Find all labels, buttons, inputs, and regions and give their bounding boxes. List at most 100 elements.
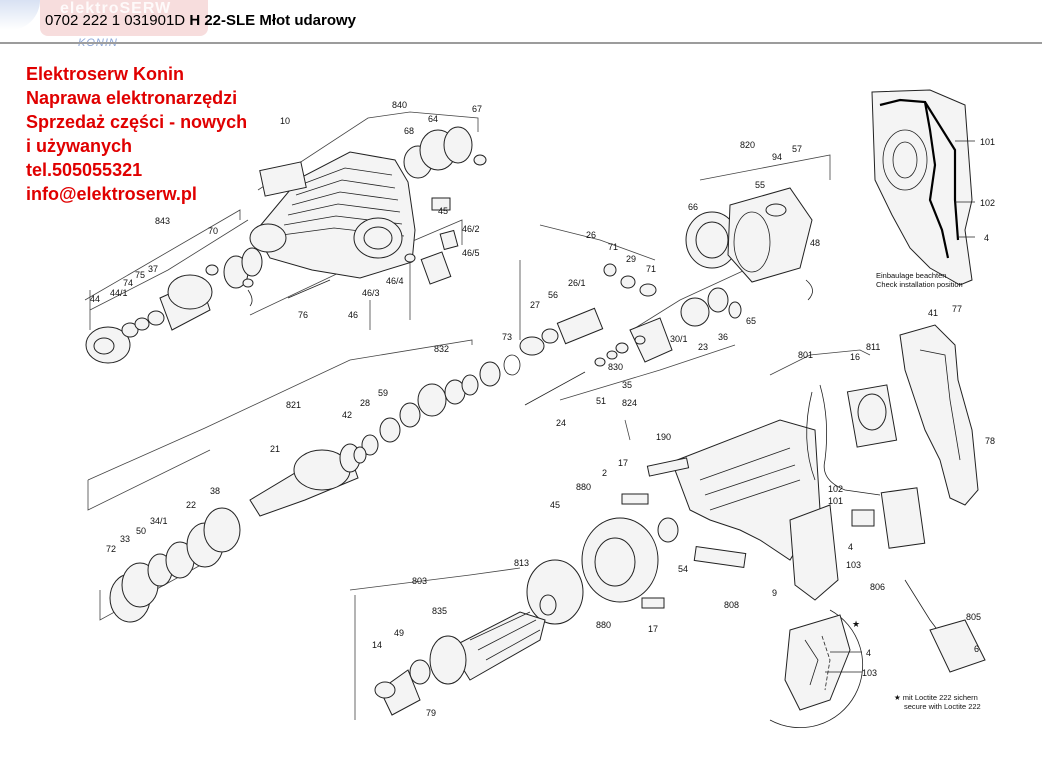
- page-title: 0702 222 1 031901D H 22-SLE Młot udarowy: [45, 12, 356, 29]
- part-label: 840: [392, 100, 407, 110]
- part-label: 67: [472, 104, 482, 114]
- part-label: 46/2: [462, 224, 480, 234]
- part-label: 46: [348, 310, 358, 320]
- part-label: 190: [656, 432, 671, 442]
- armature: [374, 594, 557, 716]
- part-label: 42: [342, 410, 352, 420]
- part-label: 4: [848, 542, 853, 552]
- part-label: 27: [530, 300, 540, 310]
- wiring: [806, 384, 881, 496]
- part-label: 35: [622, 380, 632, 390]
- loctite-note-en: secure with Loctite 222: [904, 702, 981, 711]
- part-label: 17: [618, 458, 628, 468]
- inset-loctite-detail: [769, 609, 864, 729]
- part-label: 830: [608, 362, 623, 372]
- bearing-parts-top: [259, 126, 487, 197]
- part-label: 74: [123, 278, 133, 288]
- part-label: 806: [870, 582, 885, 592]
- install-note-en: Check installation position: [876, 280, 963, 289]
- part-label: 76: [298, 310, 308, 320]
- part-label: 37: [148, 264, 158, 274]
- part-number: 0702 222 1 031901D: [45, 12, 186, 29]
- part-label: 66: [688, 202, 698, 212]
- part-label: 16: [850, 352, 860, 362]
- shaft-assembly-mid: [519, 263, 742, 406]
- part-label: 59: [378, 388, 388, 398]
- install-note-de: Einbaulage beachten: [876, 271, 946, 280]
- part-label: 64: [428, 114, 438, 124]
- switch-assembly: [846, 384, 986, 673]
- part-label: 808: [724, 600, 739, 610]
- part-label: 33: [120, 534, 130, 544]
- part-label: 811: [866, 342, 880, 352]
- part-label: 880: [576, 482, 591, 492]
- part-label: 73: [502, 332, 512, 342]
- part-label: 102: [828, 484, 843, 494]
- part-label: 45: [438, 206, 448, 216]
- part-label: 38: [210, 486, 220, 496]
- part-label: 805: [966, 612, 981, 622]
- part-label: 821: [286, 400, 301, 410]
- part-label: 78: [985, 436, 995, 446]
- part-label: 26/1: [568, 278, 586, 288]
- stator-assembly: [526, 457, 747, 625]
- part-label: 832: [434, 344, 449, 354]
- part-label: 28: [360, 398, 370, 408]
- part-label: 46/3: [362, 288, 380, 298]
- logo-badge: [40, 0, 208, 36]
- part-label: 51: [596, 396, 606, 406]
- part-label: 824: [622, 398, 637, 408]
- part-label: 9: [772, 588, 777, 598]
- part-label: 79: [426, 708, 436, 718]
- part-label: 801: [798, 350, 813, 360]
- part-label: 835: [432, 606, 447, 616]
- part-label: 103: [846, 560, 861, 570]
- part-label: 30/1: [670, 334, 688, 344]
- inset-label-101: 101: [980, 137, 995, 147]
- part-label: 6: [974, 644, 979, 654]
- part-label: 55: [755, 180, 765, 190]
- part-label: 23: [698, 342, 708, 352]
- part-label: 46/5: [462, 248, 480, 258]
- ad-line-repair: Naprawa elektronarzędzi: [26, 88, 238, 108]
- part-label: 101: [828, 496, 843, 506]
- part-label: 24: [556, 418, 566, 428]
- part-label: 70: [208, 226, 218, 236]
- inset-label-102: 102: [980, 198, 995, 208]
- brush-holders: [404, 197, 459, 285]
- header-divider: [0, 42, 1042, 44]
- inset-label-4-bottom: 4: [866, 648, 871, 658]
- assembly-brackets: [84, 111, 871, 720]
- part-label: 68: [404, 126, 414, 136]
- part-label: 57: [792, 144, 802, 154]
- part-label: 45: [550, 500, 560, 510]
- tool-holder-parts: [85, 247, 331, 364]
- part-label: 46/4: [386, 276, 404, 286]
- part-label: 71: [646, 264, 656, 274]
- part-label: 36: [718, 332, 728, 342]
- barrel-assembly: [249, 354, 521, 517]
- part-label: 41: [928, 308, 938, 318]
- part-label: 94: [772, 152, 782, 162]
- part-label: 75: [135, 270, 145, 280]
- gearbox-820: [685, 187, 813, 301]
- ad-line-sales: Sprzedaż części - nowych: [26, 112, 248, 132]
- part-label: 14: [372, 640, 382, 650]
- model-title: H 22-SLE Młot udarowy: [189, 12, 356, 29]
- clutch-rings: [109, 507, 241, 623]
- part-label: 77: [952, 304, 962, 314]
- part-label: 44: [90, 294, 100, 304]
- ad-line-email: info@elektroserw.pl: [26, 184, 197, 204]
- part-label: 49: [394, 628, 404, 638]
- part-label: 72: [106, 544, 116, 554]
- part-label: 880: [596, 620, 611, 630]
- inset-label-4: 4: [984, 233, 989, 243]
- part-label: 803: [412, 576, 427, 586]
- handle-shell: [899, 324, 979, 506]
- part-label: 820: [740, 140, 755, 150]
- inset-labels: 101 102 4 Einbaulage beachten Check inst…: [852, 137, 995, 711]
- part-label: 843: [155, 216, 170, 226]
- ad-line-used: i używanych: [26, 136, 133, 156]
- part-labels: 840 67 68 64 10 820 57 94 55 66 48 843 7…: [90, 100, 995, 718]
- part-label: 813: [514, 558, 529, 568]
